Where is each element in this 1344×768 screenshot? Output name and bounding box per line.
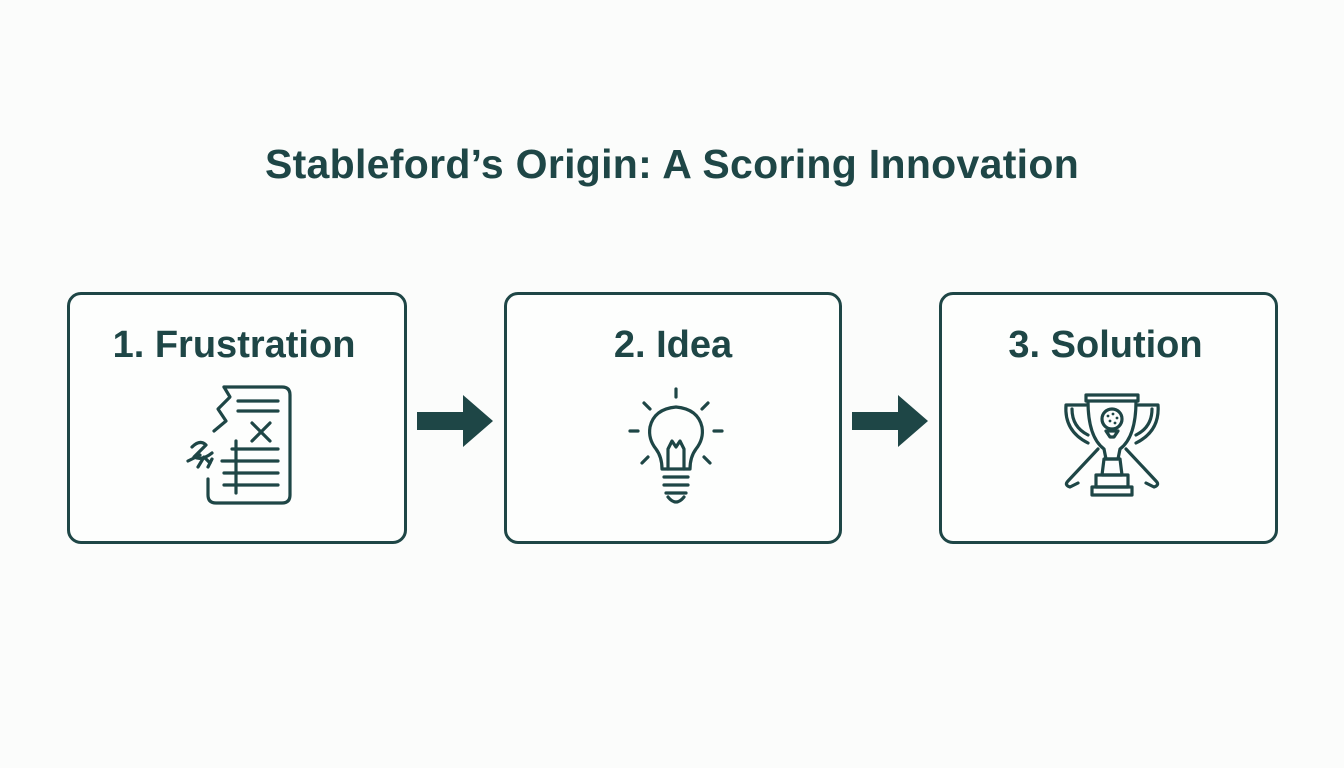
step-card-solution: 3. Solution (939, 292, 1278, 544)
lightbulb-icon (628, 387, 724, 504)
step-label: 1. Frustration (112, 324, 356, 366)
golf-trophy-icon (1064, 393, 1160, 497)
step-card-frustration: 1. Frustration (67, 292, 407, 544)
step-label: 2. Idea (613, 324, 733, 366)
torn-scorecard-icon (186, 385, 292, 505)
step-label: 3. Solution (1008, 324, 1203, 366)
arrow-right-icon (852, 395, 928, 447)
diagram-title: Stableford’s Origin: A Scoring Innovatio… (264, 141, 1080, 187)
step-card-idea: 2. Idea (504, 292, 842, 544)
arrow-right-icon (417, 395, 493, 447)
